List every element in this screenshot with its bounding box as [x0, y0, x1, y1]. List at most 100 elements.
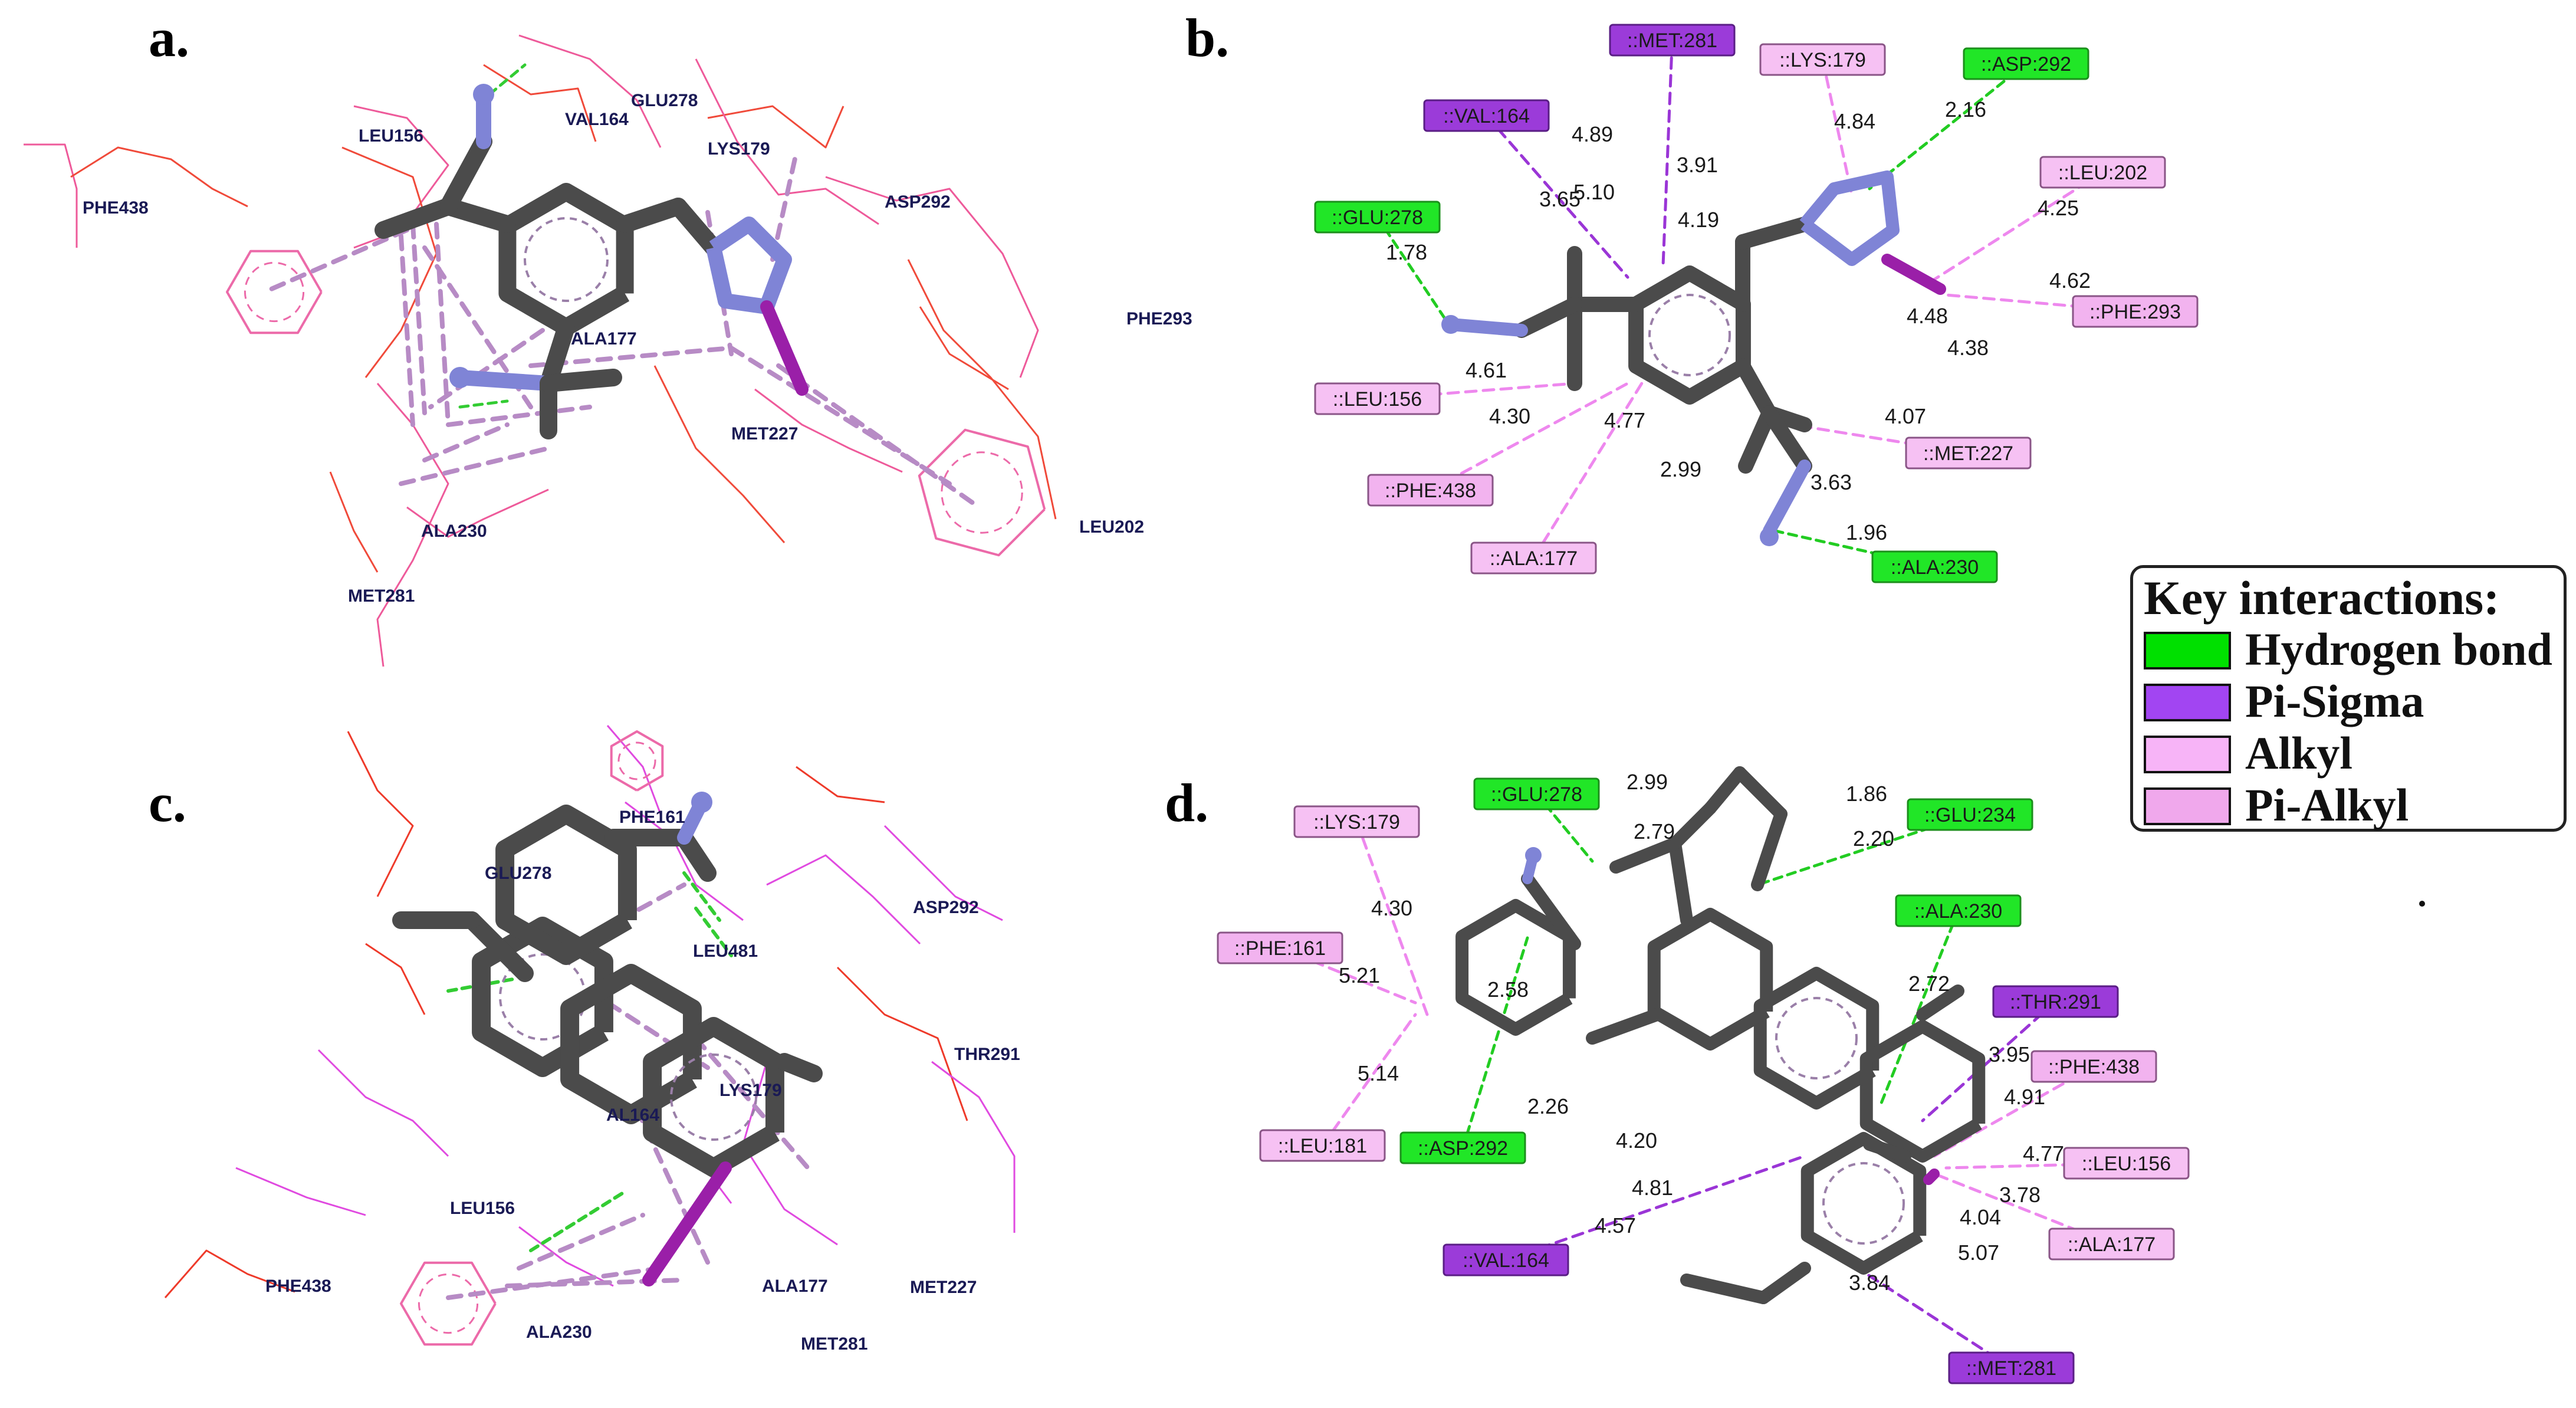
- residue-box: [1963, 47, 2089, 80]
- distance-label: 4.62: [2049, 268, 2091, 293]
- ligand-ring-c: [643, 1017, 784, 1177]
- ligand-ring-b: [1628, 265, 1751, 405]
- residue-box: [2039, 156, 2166, 189]
- distance-label: 4.30: [1371, 896, 1412, 920]
- residue-wireframe: [796, 766, 885, 803]
- residue-wireframe: [707, 105, 845, 149]
- bond: [463, 911, 534, 982]
- residue-wireframe: [24, 143, 78, 248]
- interaction-dash: [446, 405, 592, 427]
- bond: [1916, 984, 1964, 1021]
- residue-label-leu156: LEU156: [359, 126, 423, 146]
- aromatic-circle: [1775, 997, 1858, 1079]
- residue-label-glu278: GLU278: [485, 864, 551, 883]
- nitrogen-atom: [1441, 315, 1460, 334]
- distance-label: 4.07: [1885, 404, 1926, 428]
- interaction-dash: [517, 1213, 645, 1271]
- ligand-structures-layer: [374, 84, 1986, 1304]
- residue-asp292: ::ASP:292: [1981, 53, 2071, 76]
- residue-lys179: ::LYS:179: [1313, 811, 1400, 833]
- interaction-line: [1944, 1161, 2128, 1170]
- residue-box: [1470, 541, 1597, 575]
- residue-box: [1367, 474, 1494, 507]
- distance-label: 5.07: [1958, 1240, 1999, 1265]
- residue-glu234: ::GLU:234: [1924, 804, 2016, 826]
- bond: [439, 133, 492, 215]
- bond: [675, 829, 717, 882]
- residue-box: [1217, 931, 1343, 964]
- residue-wireframe: [653, 365, 786, 543]
- residue-wireframe: [347, 731, 414, 897]
- residue-box: [1992, 985, 2119, 1018]
- residue-leu156: ::LEU:156: [2082, 1153, 2171, 1175]
- interaction-line: [1856, 1266, 2013, 1370]
- residue-label-ala230: ALA230: [526, 1322, 592, 1342]
- distance-label: 4.61: [1466, 358, 1507, 382]
- iodine-bond: [642, 1161, 732, 1286]
- bond: [1609, 837, 1681, 874]
- residue-ala230: ::ALA:230: [1914, 900, 2002, 923]
- interaction-dash: [428, 328, 545, 409]
- aromatic-circle: [617, 741, 656, 780]
- legend-label-pi-alkyl: Pi-Alkyl: [2245, 779, 2409, 831]
- residue-wireframe: [164, 1249, 295, 1298]
- hbond-dash: [529, 1190, 627, 1252]
- phe161-ring: [610, 730, 664, 792]
- ligand-ring-c: [472, 917, 613, 1077]
- distance-label: 4.30: [1489, 404, 1530, 428]
- bond: [1586, 1008, 1664, 1045]
- distance-label: 4.38: [1947, 336, 1989, 360]
- bond: [1762, 405, 1812, 474]
- distance-label: 3.95: [1989, 1042, 2030, 1066]
- distance-label: 3.63: [1811, 470, 1852, 494]
- residue-box: [1895, 894, 2022, 927]
- residue-box: [1443, 1243, 1569, 1276]
- distance-label: 2.16: [1945, 97, 1986, 122]
- nitrile-bond: [1444, 318, 1528, 337]
- residue-glu278: ::GLU:278: [1491, 783, 1582, 806]
- interaction-line: [1921, 1000, 2057, 1123]
- bond: [1514, 297, 1582, 338]
- residue-wireframe: [70, 146, 248, 208]
- nitrogen-atom: [691, 792, 712, 813]
- interaction-dash: [422, 422, 510, 462]
- residue-wireframe: [606, 725, 662, 815]
- residue-wireframe: [931, 1061, 1016, 1233]
- panel-b-label: b.: [1185, 8, 1229, 68]
- bond: [439, 198, 516, 233]
- bond: [1757, 1262, 1811, 1304]
- residue-box: [1293, 805, 1420, 838]
- interaction-line: [1461, 936, 1529, 1150]
- distance-label: 5.21: [1339, 963, 1380, 987]
- residue-ala177: ::ALA:177: [1490, 547, 1578, 570]
- residue-label-met281: MET281: [801, 1334, 868, 1354]
- residue-box: [2030, 1050, 2157, 1083]
- legend-label-pi-sigma: Pi-Sigma: [2245, 675, 2424, 727]
- bond: [1668, 837, 1693, 927]
- bond: [1680, 1274, 1770, 1304]
- residue-label-thr291: THR291: [954, 1045, 1020, 1064]
- bond: [669, 198, 722, 257]
- hbond-dash: [694, 907, 733, 957]
- residue-wireframe: [329, 471, 379, 573]
- bond: [374, 198, 457, 239]
- bond: [1863, 1138, 1911, 1163]
- residue-met281: ::MET:281: [1627, 29, 1717, 52]
- residue-label-met227: MET227: [910, 1278, 977, 1297]
- hbond-dash: [488, 63, 527, 96]
- residue-label-lys179: LYS179: [708, 139, 770, 159]
- interaction-line: [1880, 909, 1960, 1105]
- distance-label: 2.99: [1627, 770, 1668, 794]
- interaction-line: [1376, 215, 1447, 320]
- residue-box: [2063, 1147, 2190, 1180]
- triazole-ring: [1799, 170, 1900, 266]
- residue-box: [1948, 1351, 2075, 1384]
- interaction-line: [1376, 382, 1576, 401]
- residue-box: [1259, 1129, 1386, 1162]
- residue-label-leu156: LEU156: [450, 1199, 515, 1218]
- distance-label: 4.20: [1616, 1128, 1657, 1153]
- distance-label: 5.14: [1358, 1061, 1399, 1085]
- interaction-dash: [410, 222, 427, 415]
- distance-label: 4.84: [1834, 109, 1875, 133]
